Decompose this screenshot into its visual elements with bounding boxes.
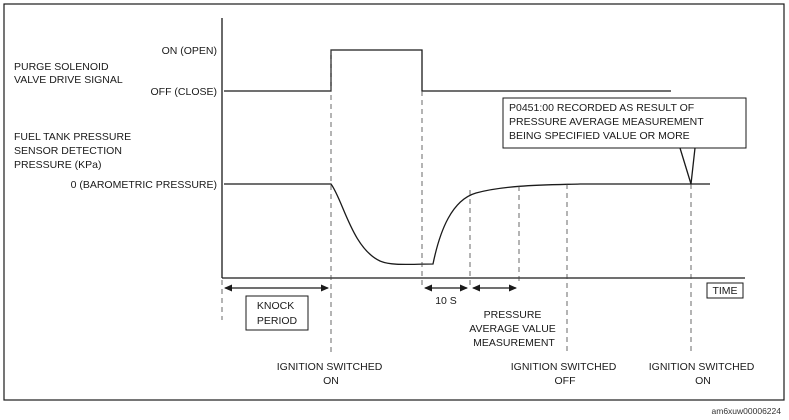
knock-period-label: KNOCK PERIOD xyxy=(257,300,298,327)
time-box xyxy=(706,282,744,299)
pressure-zero-label: 0 (BAROMETRIC PRESSURE) xyxy=(71,179,217,191)
diagram-frame xyxy=(3,3,785,401)
callout-text: P0451:00 RECORDED AS RESULT OF PRESSURE … xyxy=(509,102,706,142)
knock-period-box xyxy=(245,295,309,331)
average-measurement-label: PRESSURE AVERAGE VALUE MEASUREMENT xyxy=(469,309,558,349)
time-label: TIME xyxy=(712,285,737,297)
pressure-waveform xyxy=(224,183,710,266)
purge-off-label: OFF (CLOSE) xyxy=(150,86,217,98)
ten-s-label: 10 S xyxy=(435,295,457,307)
figure-id: am6xuw00006224 xyxy=(712,406,782,416)
event-label-ignition-on: IGNITION SWITCHED ON xyxy=(277,361,386,387)
event-label-ignition-off: IGNITION SWITCHED OFF xyxy=(511,361,620,387)
purge-signal-waveform xyxy=(224,49,671,92)
callout-box xyxy=(502,97,747,149)
pressure-signal-label: FUEL TANK PRESSURE SENSOR DETECTION PRES… xyxy=(14,131,134,171)
callout-pointer xyxy=(679,147,696,185)
purge-signal-label: PURGE SOLENOID VALVE DRIVE SIGNAL xyxy=(14,61,123,86)
purge-on-label: ON (OPEN) xyxy=(162,45,217,57)
event-label-ignition-on-2: IGNITION SWITCHED ON xyxy=(649,361,758,387)
